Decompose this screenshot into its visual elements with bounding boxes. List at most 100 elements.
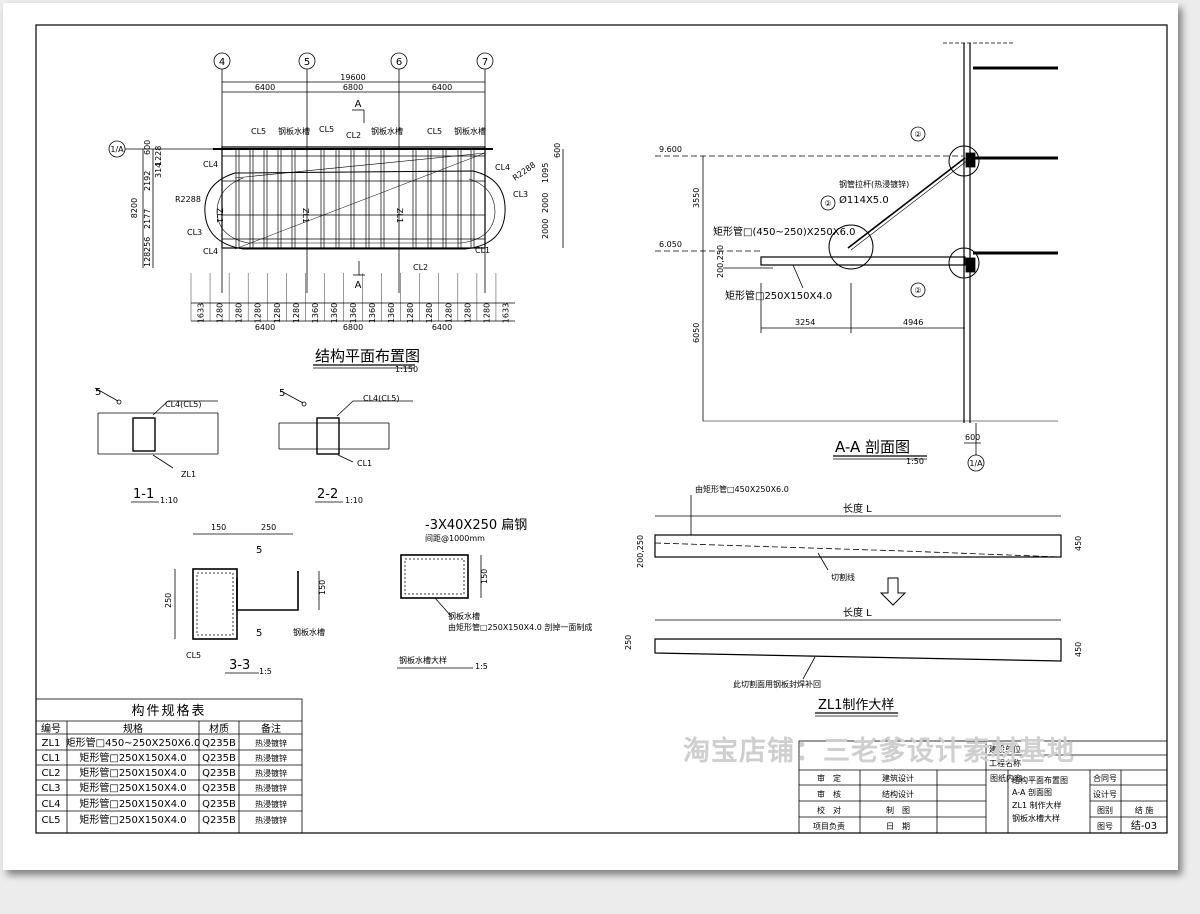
aa-dim-h2: 4946 [903,318,923,327]
spec-header-2: 材质 [209,722,229,735]
zl1-note: 此切割面用钢板封焊补回 [733,679,821,689]
dim-right-top: 600 [553,143,562,158]
aa-title: A-A 剖面图 [835,438,910,456]
spec-table-cell: 热浸镀锌 [255,815,287,825]
gutter-title: 钢板水槽大样 [399,655,447,665]
sec33-scale: 1:5 [259,667,272,676]
dim-bottom-value: 1280 [292,303,301,323]
zl1-source: 由矩形管□450X250X6.0 [695,484,789,494]
sec11-callout: CL4(CL5) [165,400,202,409]
sec11-scale: 1:10 [160,496,178,505]
tb-role-1: 审 核 [817,789,841,799]
tb-role-0: 审 定 [817,773,841,783]
gutter-detail: -3X40X250 扁钢 间距@1000mm 150 钢板水槽 由矩形管□250… [397,518,592,671]
label-gutter-b: 钢板水槽 [371,126,403,136]
grid-axis-5: 5 [298,52,316,293]
sec22-weld: 5 [279,388,285,399]
tb-content-2: ZL1 制作大样 [1012,800,1062,810]
svg-text:5: 5 [304,57,310,68]
dim-span-1: 6400 [255,83,275,92]
svg-text:7: 7 [482,57,488,68]
sec22-scale: 1:10 [345,496,363,505]
aa-tie-size: Ø114X5.0 [839,194,889,206]
dim-span-3: 6400 [432,83,452,92]
tb-sheet-no: 结-03 [1131,819,1157,832]
spec-table-cell: 矩形管□250X150X4.0 [79,797,186,810]
cl5-tube [192,568,238,640]
canopy-outline [204,170,506,250]
tb-content-label: 图纸内容 [990,773,1022,783]
sec22-beam: CL1 [357,459,372,468]
tb-owner: 建设单位 [989,744,1021,754]
dim-bottom-value: 1280 [273,303,282,323]
spec-table-title: 构件规格表 [131,703,206,719]
spec-table-cell: 矩形管□250X150X4.0 [79,813,186,826]
dim-total: 19600 [340,73,365,82]
label-cl4-right: CL4 [495,163,510,172]
spec-table-cell: 热浸镀锌 [255,738,287,748]
aa-elev-low: 6.050 [659,240,682,249]
tb-role-2: 校 对 [817,805,841,815]
zl1-length-2: 长度 L [843,606,872,619]
dim-bottom-value: 1633 [501,303,510,323]
gutter-note: 由矩形管□250X150X4.0 剖掉一面制成 [448,622,592,632]
gutter-shape [236,571,299,611]
label-radius-left: R2288 [175,195,201,204]
label-radius-right: R2288 [511,160,537,182]
tb-category: 结 施 [1135,805,1154,815]
label-cl5-c: CL5 [427,127,442,136]
zl1-arrow [879,577,907,606]
canopy-beam [760,256,966,266]
tb-role-4: 建筑设计 [882,773,914,783]
sec33-dim-a: 150 [211,523,226,532]
section-1-1: 5 CL4(CL5) ZL1 1-1 1:10 [94,387,219,505]
zl1-dim-right-2: 450 [1074,642,1083,657]
tb-role-7: 日 期 [886,822,910,831]
gutter-dim: 150 [480,569,489,584]
label-cl1-bottom: CL1 [475,246,490,255]
tb-project: 工程名称 [989,758,1021,768]
dim-bottom-value: 1360 [330,303,339,323]
spec-table-cell: CL3 [42,783,61,794]
label-zl1-c: ZL1 [215,208,224,223]
zl1-length-1: 长度 L [843,502,872,515]
dim-bottom-value: 1280 [463,303,472,323]
sec33-dim-b: 250 [261,523,276,532]
dim-bottom-value: 1280 [444,303,453,323]
label-cl2-bottom: CL2 [413,263,428,272]
zl1-tube-before [654,534,1062,558]
spec-table-cell: CL1 [42,753,61,764]
cl4-section-box [132,417,156,452]
spec-table-cell: Q235B [202,799,236,810]
section-2-2: 5 CL4(CL5) CL1 2-2 1:10 [278,388,413,505]
aa-dim-v1: 3550 [692,188,701,208]
axis-1a-label: 1/A [110,145,124,154]
dim-left-inner-0: 1228 [154,146,163,166]
dim-right-2: 2000 [541,219,550,239]
detail-circle-mid [828,224,874,270]
aa-axis-bubble [967,454,985,472]
sec11-title: 1-1 [133,487,154,502]
zl1-dim-left-2: 250 [624,635,633,650]
dim-bottom-value: 1280 [406,303,415,323]
label-zl1-b: ZL1 [395,208,404,223]
zl1-dim-left: 200,250 [636,535,645,568]
dim-bottom-value: 1280 [254,303,263,323]
tb-content-0: 结构平面布置图 [1012,775,1068,785]
label-cl5-a: CL5 [251,127,266,136]
dim-bottom-span-1: 6400 [255,323,275,332]
spec-table-cell: CL2 [42,768,61,779]
spec-table-cell: 矩形管□450~250X250X6.0 [66,736,201,749]
spec-table-cell: Q235B [202,753,236,764]
dim-bottom-value: 1360 [349,303,358,323]
dim-bottom-value: 1280 [216,303,225,323]
sec33-dim-g: 150 [318,580,327,595]
sec33-gutter: 钢板水槽 [293,627,325,637]
svg-text:6: 6 [396,57,402,68]
detail-callout-3: ② [914,286,921,295]
section-mark-bottom: A [355,280,362,291]
tb-role-3: 项目负责 [813,821,845,831]
